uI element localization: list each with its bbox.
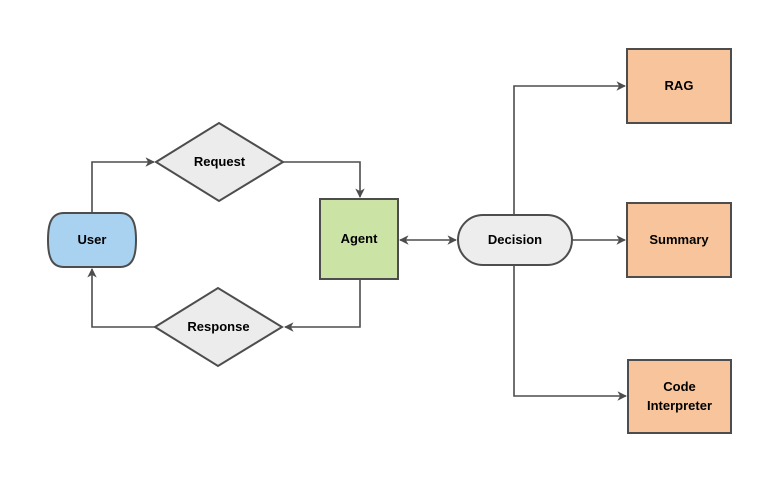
edge-agent-to-response <box>284 279 361 332</box>
node-rag <box>626 48 732 124</box>
node-code-interpreter <box>627 359 732 434</box>
node-decision <box>457 214 573 266</box>
node-summary <box>626 202 732 278</box>
node-agent <box>319 198 399 280</box>
node-user <box>46 212 138 268</box>
node-request <box>154 121 285 203</box>
edge-user-to-request <box>91 157 155 213</box>
edge-response-to-user <box>87 268 155 328</box>
node-response <box>153 286 284 368</box>
edge-request-to-agent <box>283 161 365 198</box>
edge-decision-to-code-interpreter <box>513 265 627 401</box>
edge-decision-to-rag <box>513 81 626 215</box>
